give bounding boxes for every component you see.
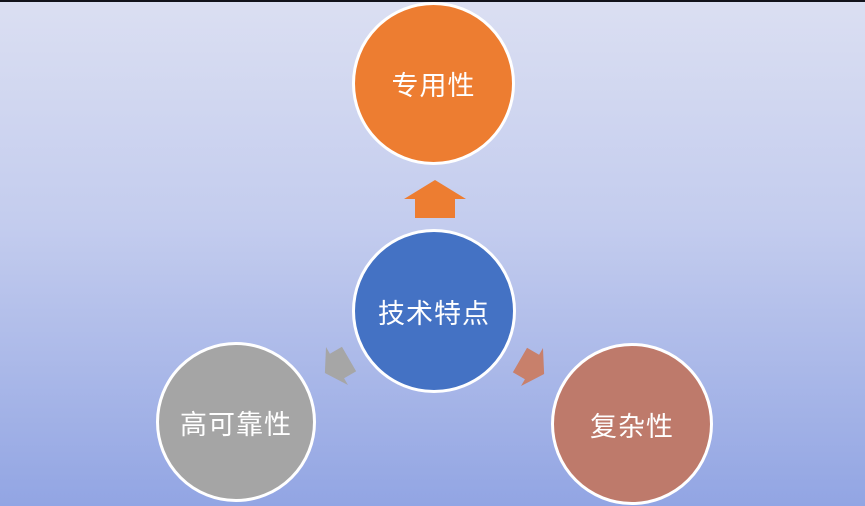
node-bottom-left-label: 高可靠性 bbox=[180, 409, 292, 440]
down-left-arrow-icon bbox=[324, 346, 357, 386]
node-bottom-right-label: 复杂性 bbox=[590, 411, 674, 442]
node-top-label: 专用性 bbox=[391, 71, 476, 101]
node-center-label: 技术特点 bbox=[378, 298, 490, 329]
node-top-circle: 专用性 bbox=[352, 2, 515, 165]
node-bottom-left-circle: 高可靠性 bbox=[156, 342, 316, 502]
top-edge-line bbox=[0, 0, 865, 2]
node-bottom-right-circle: 复杂性 bbox=[551, 343, 713, 505]
up-arrow-shape bbox=[404, 180, 466, 218]
up-arrow-icon bbox=[404, 180, 466, 218]
down-right-arrow-shape bbox=[512, 347, 545, 387]
node-center-circle: 技术特点 bbox=[352, 229, 516, 393]
down-right-arrow-icon bbox=[512, 347, 545, 387]
down-left-arrow-shape bbox=[324, 346, 357, 386]
